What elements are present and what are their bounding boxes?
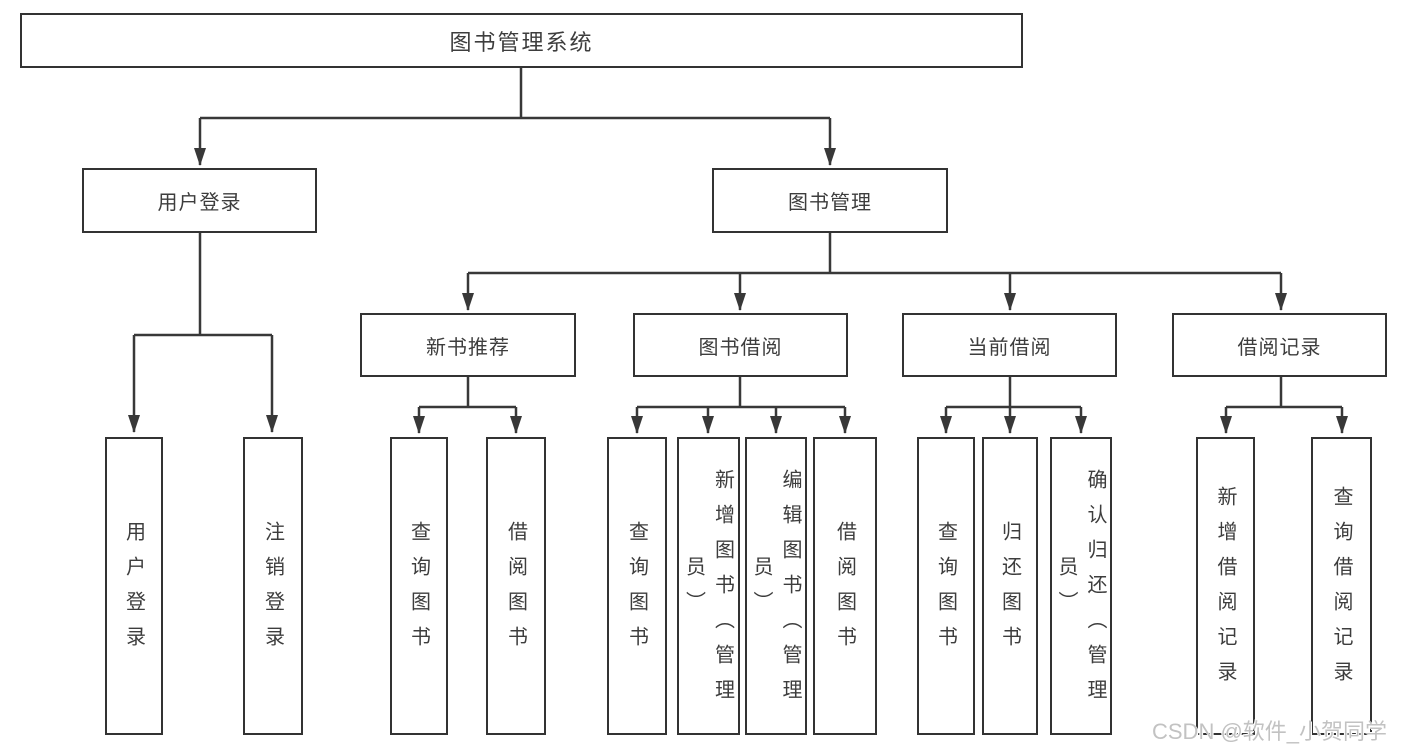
leaf-add-borrow-record: 新增借阅记录: [1196, 437, 1255, 735]
csdn-watermark: CSDN @软件_小贺同学: [1152, 719, 1388, 744]
leaf-borrow-books: 借阅图书: [813, 437, 877, 735]
leaf-borrow-books-recommend: 借阅图书: [486, 437, 546, 735]
leaf-add-books-admin: 新增图书（管理员）: [677, 437, 740, 735]
leaf-logout: 注销登录: [243, 437, 303, 735]
leaf-confirm-return-admin: 确认归还（管理员）: [1050, 437, 1112, 735]
node-book-borrow: 图书借阅: [633, 313, 848, 377]
node-book-management: 图书管理: [712, 168, 948, 233]
node-borrow-records: 借阅记录: [1172, 313, 1387, 377]
leaf-query-borrow-record: 查询借阅记录: [1311, 437, 1372, 735]
node-current-borrow: 当前借阅: [902, 313, 1117, 377]
leaf-user-login: 用户登录: [105, 437, 163, 735]
leaf-query-books-borrow: 查询图书: [607, 437, 667, 735]
node-user-login: 用户登录: [82, 168, 317, 233]
leaf-edit-books-admin: 编辑图书（管理员）: [745, 437, 807, 735]
leaf-query-books-current: 查询图书: [917, 437, 975, 735]
connector-lines: [134, 68, 1342, 409]
node-new-book-recommend: 新书推荐: [360, 313, 576, 377]
node-root-system: 图书管理系统: [20, 13, 1023, 68]
leaf-query-books-recommend: 查询图书: [390, 437, 448, 735]
leaf-return-books: 归还图书: [982, 437, 1038, 735]
